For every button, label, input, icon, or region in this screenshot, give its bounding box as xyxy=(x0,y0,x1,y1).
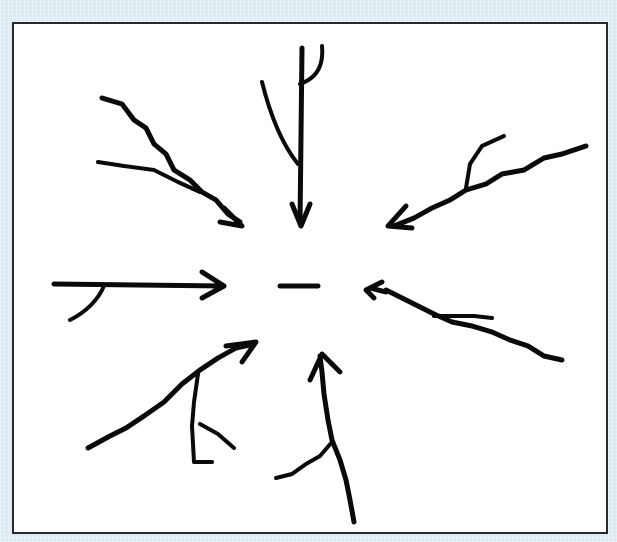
arrow-top-left xyxy=(98,98,242,226)
arrow-bottom-left xyxy=(88,342,256,462)
sketch-diagram xyxy=(14,24,606,532)
arrow-bottom xyxy=(276,354,354,522)
arrow-left xyxy=(54,272,224,320)
drawing-canvas xyxy=(12,22,608,534)
arrow-right xyxy=(366,282,562,360)
arrow-top xyxy=(262,46,322,226)
arrow-top-right xyxy=(388,136,586,228)
